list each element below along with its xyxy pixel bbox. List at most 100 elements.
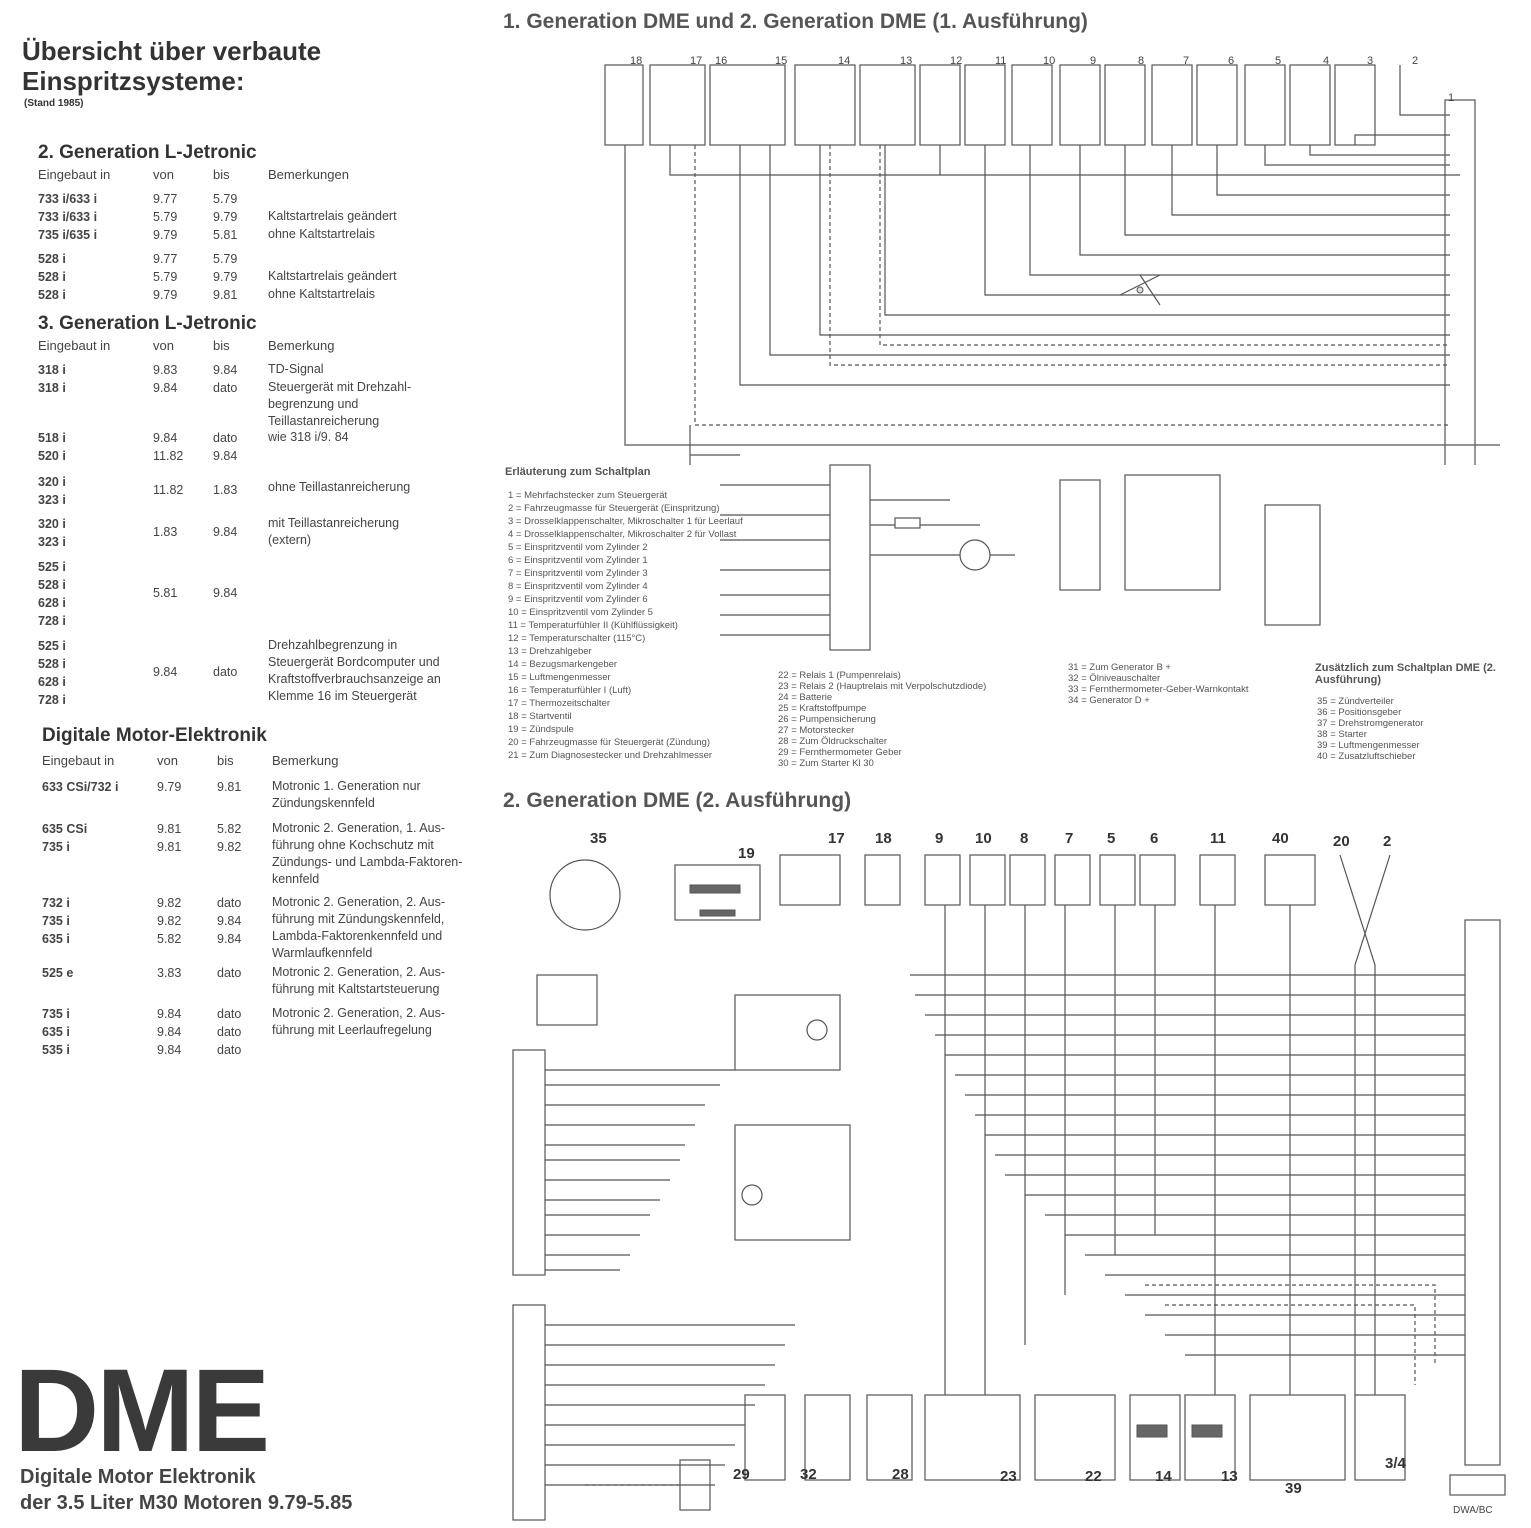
cell-to: dato 9.84 9.84 [217,896,242,946]
component-number: 6 [1228,55,1235,67]
section-title-ljet2: 2. Generation L-Jetronic [38,142,257,163]
legend-item: 4 = Drosselklappenschalter, Mikroschalte… [508,529,737,540]
cell-to: 5.79 [213,192,238,206]
component-number: 7 [1183,55,1190,67]
cell-note: ohne Kaltstartrelais [268,287,376,301]
header-note: Bemerkungen [268,167,349,182]
cell-model: 733 i/633 i [38,210,98,224]
legend-item: 11 = Temperaturfühler II (Kühlflüssigkei… [508,620,678,631]
component-number: 22 [1085,1468,1102,1485]
header-from: von [153,167,174,182]
cell-model: 518 i [38,431,66,445]
legend-item: 5 = Einspritzventil vom Zylinder 2 [508,542,648,553]
overview-stand: (Stand 1985) [24,98,84,109]
legend-item: 16 = Temperaturfühler I (Luft) [508,685,632,696]
component-number: 17 [828,830,845,847]
component-number: 10 [975,830,992,847]
cell-to: 5.79 [213,252,238,266]
cell-to: 9.84 [213,525,238,539]
component-number: 2 [1412,55,1419,67]
cell-from: 9.84 [153,381,178,395]
legend-item: 2 = Fahrzeugmasse für Steuergerät (Einsp… [508,503,720,514]
legend-item: 18 = Startventil [508,711,572,722]
cell-model: 635 CSi 735 i [42,822,88,854]
cell-to: dato [213,665,238,679]
cell-from: 9.82 9.82 5.82 [157,896,182,946]
cell-from: 9.79 [153,228,178,242]
component-number: 7 [1065,830,1074,847]
header-to: bis [217,753,234,768]
component-number: 1 [1448,92,1455,104]
component-number: 13 [900,55,913,67]
cell-model: 320 i 323 i [38,475,66,507]
section-title-dme: Digitale Motor-Elektronik [42,725,267,746]
header-from: von [153,338,174,353]
cell-note: ohne Kaltstartrelais [268,227,376,241]
component-number: 35 [590,830,607,847]
cell-from: 5.79 [153,270,178,284]
legend-item: 3 = Drosselklappenschalter, Mikroschalte… [508,516,743,527]
cell-model: 318 i [38,381,66,395]
cell-note: mit Teillastanreicherung (extern) [268,516,400,547]
cell-to: 9.84 [213,586,238,600]
legend-item: 9 = Einspritzventil vom Zylinder 6 [508,594,648,605]
cell-note: Motronic 2. Generation, 2. Aus-führung m… [272,1006,446,1037]
cell-model: 735 i 635 i 535 i [42,1007,70,1057]
legend-item: 22 = Relais 1 (Pumpenrelais) [778,670,901,681]
cell-model: 525 e [42,966,74,980]
legend-item: 39 = Luftmengenmesser [1317,740,1420,751]
cell-to: dato [217,966,242,980]
legend-item: 10 = Einspritzventil vom Zylinder 5 [508,607,653,618]
component-number: 9 [1090,55,1097,67]
cell-note: Motronic 2. Generation, 1. Aus-führung o… [272,821,463,886]
component-number: 16 [715,55,728,67]
legend-item: 29 = Fernthermometer Geber [778,747,902,758]
legend-item: 1 = Mehrfachstecker zum Steuergerät [508,490,668,501]
legend-item: 6 = Einspritzventil vom Zylinder 1 [508,555,648,566]
component-number: 20 [1333,833,1350,850]
cell-from: 9.81 9.81 [157,822,182,854]
cell-to: 9.79 [213,270,238,284]
header-model: Eingebaut in [42,753,115,768]
cell-model: 732 i 735 i 635 i [42,896,70,946]
cell-to: dato [213,381,238,395]
legend-item: 12 = Temperaturschalter (115°C) [508,633,646,644]
component-number: 5 [1107,830,1116,847]
component-number: 13 [1221,1468,1238,1485]
component-number: 5 [1275,55,1282,67]
component-number: 28 [892,1466,909,1483]
cell-note: Motronic 2. Generation, 2. Aus-führung m… [272,895,446,960]
cell-from: 9.79 [153,288,178,302]
cell-from: 9.84 9.84 9.84 [157,1007,182,1057]
legend-item: 30 = Zum Starter Kl 30 [778,758,874,769]
legend-title: Erläuterung zum Schaltplan [505,466,651,478]
header-to: bis [213,338,230,353]
legend-item: 7 = Einspritzventil vom Zylinder 3 [508,568,648,579]
legend-item: 32 = Ölniveauschalter [1068,673,1161,684]
legend-item: 23 = Relais 2 (Hauptrelais mit Verpolsch… [778,681,987,692]
cell-model: 520 i [38,449,66,463]
legend-item: 14 = Bezugsmarkengeber [508,659,618,670]
wiring-diagram-1 [604,64,1500,465]
component-number: 40 [1272,830,1289,847]
cell-model: 528 i [38,288,66,302]
component-number: 39 [1285,1480,1302,1497]
legend-item: 38 = Starter [1317,729,1367,740]
legend-item: 36 = Positionsgeber [1317,707,1402,718]
cell-model: 528 i [38,270,66,284]
component-number: 18 [875,830,892,847]
wiring-diagram-2 [512,854,1506,1521]
component-number: 9 [935,830,944,847]
cell-from: 9.84 [153,665,178,679]
cell-from: 1.83 [153,525,178,539]
legend-item: 40 = Zusatzluftschieber [1317,751,1416,762]
overview-title: Übersicht über verbaute Einspritzsysteme… [22,36,322,96]
cell-model: 320 i 323 i [38,517,66,549]
cell-note: Motronic 1. Generation nur Zündungskennf… [272,779,421,810]
cell-note: Kaltstartrelais geändert [268,269,397,283]
header-model: Eingebaut in [38,167,111,182]
cell-to: 9.79 [213,210,238,224]
component-number: 8 [1138,55,1145,67]
diagram2-title: 2. Generation DME (2. Ausführung) [503,789,852,812]
legend-item: 24 = Batterie [778,692,833,703]
